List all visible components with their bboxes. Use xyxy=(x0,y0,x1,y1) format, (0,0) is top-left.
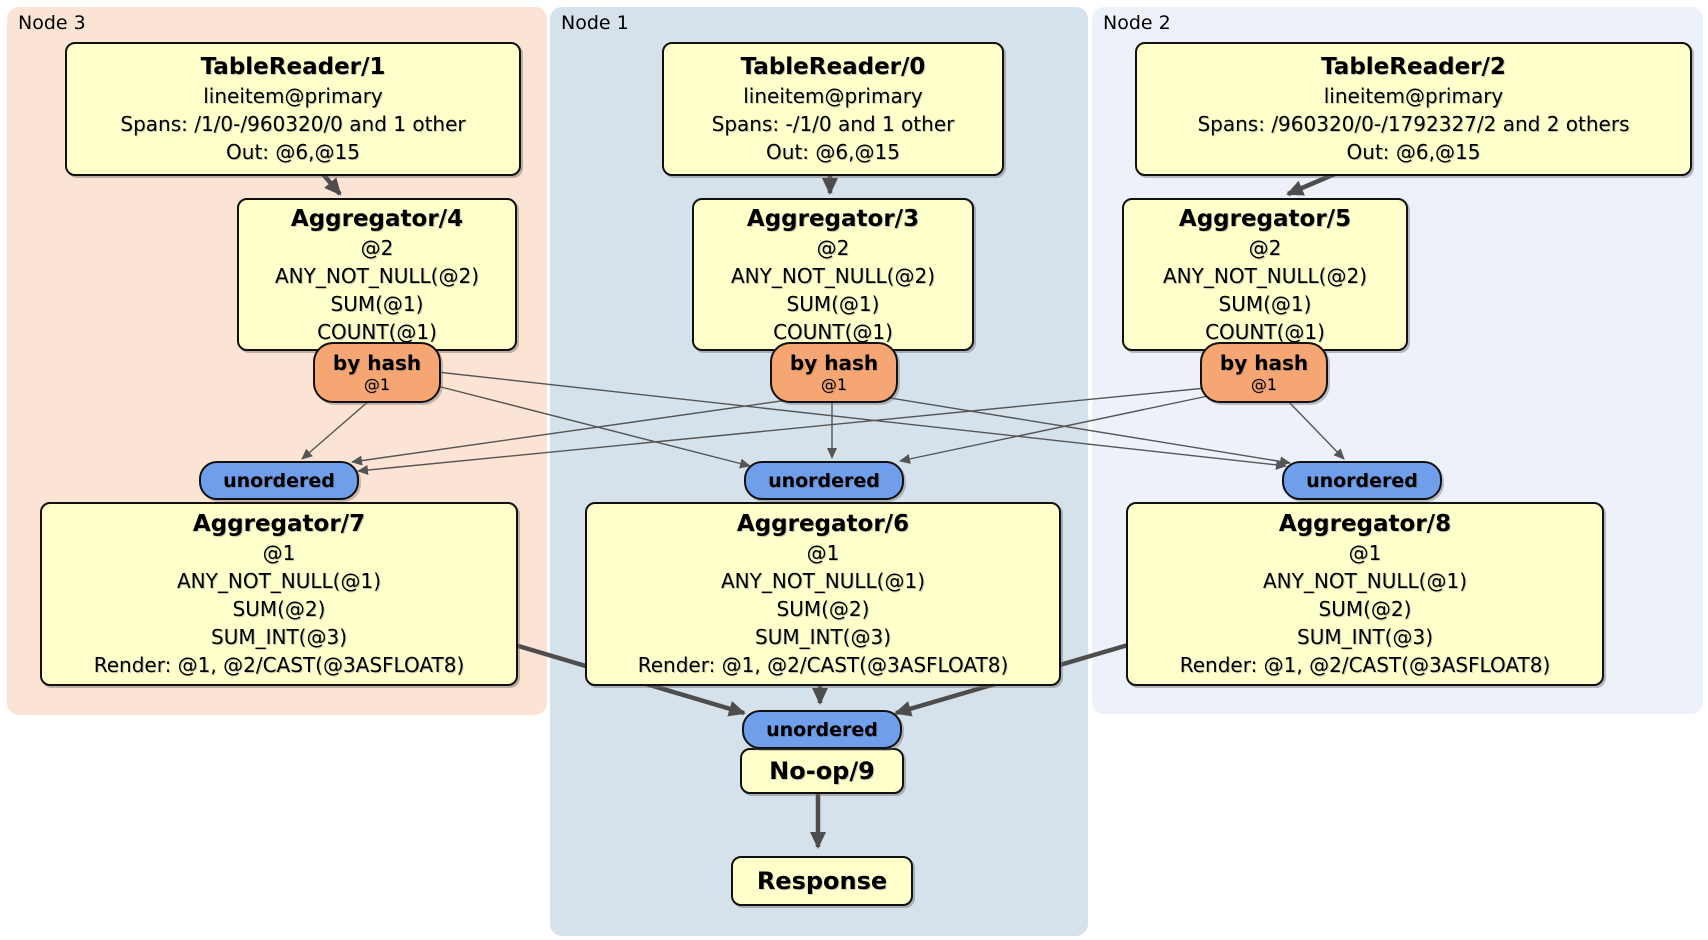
processor-title: No-op/9 xyxy=(769,757,875,785)
synchronizer-label: unordered xyxy=(223,469,335,492)
processor-tablereader-0: TableReader/0 lineitem@primary Spans: -/… xyxy=(662,42,1004,176)
router-label: by hash xyxy=(789,350,879,375)
synchronizer-unordered-node3: unordered xyxy=(199,461,359,500)
router-sublabel: @1 xyxy=(363,374,391,394)
synchronizer-label: unordered xyxy=(1306,469,1418,492)
processor-detail: SUM_INT(@3) xyxy=(1297,625,1433,649)
processor-title: TableReader/2 xyxy=(1321,54,1506,80)
processor-detail: Render: @1, @2/CAST(@3ASFLOAT8) xyxy=(637,653,1009,677)
processor-detail: ANY_NOT_NULL(@1) xyxy=(1263,569,1467,593)
processor-detail: SUM(@2) xyxy=(1318,597,1412,621)
processor-detail: Render: @1, @2/CAST(@3ASFLOAT8) xyxy=(1179,653,1551,677)
processor-title: Aggregator/7 xyxy=(192,511,366,537)
router-sublabel: @1 xyxy=(820,374,848,394)
processor-title: Aggregator/8 xyxy=(1278,511,1452,537)
processor-detail: ANY_NOT_NULL(@2) xyxy=(275,263,479,288)
processor-title: TableReader/1 xyxy=(200,54,386,80)
processor-detail: Spans: -/1/0 and 1 other xyxy=(711,112,955,136)
processor-detail: SUM(@1) xyxy=(330,291,424,316)
processor-aggregator-7: Aggregator/7 @1 ANY_NOT_NULL(@1) SUM(@2)… xyxy=(40,502,518,686)
processor-detail: lineitem@primary xyxy=(1323,84,1504,108)
processor-detail: lineitem@primary xyxy=(203,84,383,108)
processor-detail: ANY_NOT_NULL(@2) xyxy=(731,263,935,288)
processor-title: Aggregator/3 xyxy=(746,205,920,232)
synchronizer-unordered-node1: unordered xyxy=(744,461,904,500)
synchronizer-label: unordered xyxy=(766,718,878,741)
processor-detail: SUM_INT(@3) xyxy=(755,625,891,649)
processor-aggregator-3: Aggregator/3 @2 ANY_NOT_NULL(@2) SUM(@1)… xyxy=(692,198,974,351)
processor-detail: ANY_NOT_NULL(@1) xyxy=(177,569,381,593)
processor-detail: COUNT(@1) xyxy=(317,319,437,344)
processor-detail: @2 xyxy=(360,235,394,260)
region-node1-label: Node 1 xyxy=(561,12,629,34)
processor-title: TableReader/0 xyxy=(740,54,926,80)
router-by-hash-node2: by hash @1 xyxy=(1200,342,1328,403)
processor-noop-9: No-op/9 xyxy=(740,748,904,794)
router-sublabel: @1 xyxy=(1250,374,1278,394)
processor-detail: SUM(@1) xyxy=(1218,291,1312,316)
region-node3-label: Node 3 xyxy=(18,12,86,34)
synchronizer-label: unordered xyxy=(768,469,880,492)
processor-title: Response xyxy=(756,867,888,895)
processor-detail: @2 xyxy=(1248,235,1282,260)
processor-aggregator-4: Aggregator/4 @2 ANY_NOT_NULL(@2) SUM(@1)… xyxy=(237,198,517,351)
processor-detail: COUNT(@1) xyxy=(1205,319,1325,344)
processor-detail: Out: @6,@15 xyxy=(766,140,900,164)
processor-detail: @2 xyxy=(816,235,850,260)
processor-aggregator-5: Aggregator/5 @2 ANY_NOT_NULL(@2) SUM(@1)… xyxy=(1122,198,1408,351)
processor-detail: ANY_NOT_NULL(@2) xyxy=(1163,263,1367,288)
processor-detail: Render: @1, @2/CAST(@3ASFLOAT8) xyxy=(93,653,465,677)
processor-aggregator-8: Aggregator/8 @1 ANY_NOT_NULL(@1) SUM(@2)… xyxy=(1126,502,1604,686)
processor-title: Aggregator/6 xyxy=(736,511,910,537)
router-label: by hash xyxy=(1219,350,1309,375)
processor-detail: @1 xyxy=(262,541,296,565)
processor-aggregator-6: Aggregator/6 @1 ANY_NOT_NULL(@1) SUM(@2)… xyxy=(585,502,1061,686)
processor-detail: Out: @6,@15 xyxy=(1346,140,1481,164)
synchronizer-unordered-final: unordered xyxy=(742,710,902,749)
processor-title: Aggregator/5 xyxy=(1178,205,1352,232)
processor-detail: lineitem@primary xyxy=(743,84,923,108)
processor-detail: Out: @6,@15 xyxy=(226,140,360,164)
router-label: by hash xyxy=(332,350,422,375)
processor-detail: SUM_INT(@3) xyxy=(211,625,347,649)
processor-detail: Spans: /1/0-/960320/0 and 1 other xyxy=(120,112,466,136)
router-by-hash-node3: by hash @1 xyxy=(313,342,441,403)
processor-detail: COUNT(@1) xyxy=(773,319,893,344)
processor-detail: SUM(@2) xyxy=(232,597,326,621)
processor-detail: @1 xyxy=(806,541,840,565)
processor-detail: Spans: /960320/0-/1792327/2 and 2 others xyxy=(1197,112,1630,136)
router-by-hash-node1: by hash @1 xyxy=(770,342,898,403)
processor-tablereader-1: TableReader/1 lineitem@primary Spans: /1… xyxy=(65,42,521,176)
region-node2-label: Node 2 xyxy=(1103,12,1171,34)
processor-detail: ANY_NOT_NULL(@1) xyxy=(721,569,925,593)
processor-detail: SUM(@2) xyxy=(776,597,870,621)
processor-response: Response xyxy=(731,856,913,906)
processor-detail: SUM(@1) xyxy=(786,291,880,316)
processor-tablereader-2: TableReader/2 lineitem@primary Spans: /9… xyxy=(1135,42,1692,176)
synchronizer-unordered-node2: unordered xyxy=(1282,461,1442,500)
processor-title: Aggregator/4 xyxy=(290,205,464,232)
processor-detail: @1 xyxy=(1348,541,1382,565)
